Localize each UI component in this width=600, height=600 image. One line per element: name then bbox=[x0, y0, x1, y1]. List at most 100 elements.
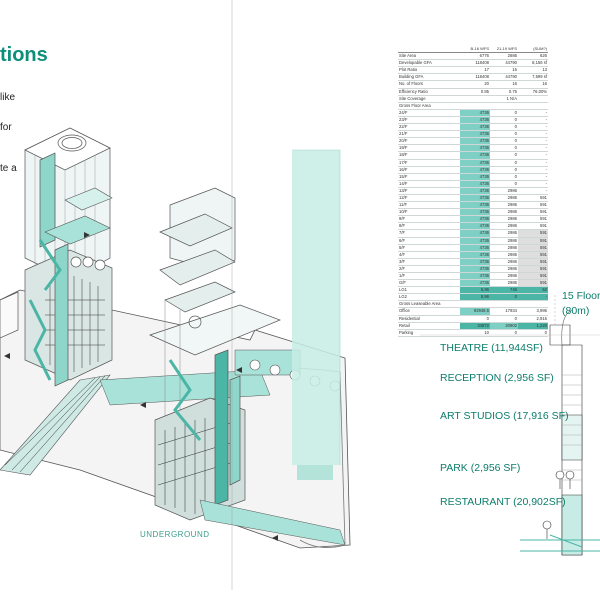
table-data-cell: 6/F bbox=[398, 237, 460, 245]
table-data-cell: 7/F bbox=[398, 229, 460, 238]
table-data-cell: LG2 bbox=[398, 293, 460, 302]
table-header-cell: (SUM?) bbox=[518, 46, 548, 54]
table-data-cell: - bbox=[518, 180, 548, 188]
table-data-cell: Building GFA bbox=[398, 73, 460, 82]
table-data-cell: 1/F bbox=[398, 272, 460, 281]
text-fragment-2: for bbox=[0, 122, 12, 133]
table-data-cell: 591 bbox=[518, 215, 548, 224]
table-data-cell: 2986 bbox=[490, 208, 518, 217]
table-data-cell: 591 bbox=[518, 208, 548, 217]
table-data-cell: - bbox=[518, 166, 548, 174]
table-data-cell: 2686 bbox=[490, 52, 518, 61]
table-data-cell: 8/F bbox=[398, 222, 460, 231]
table-data-cell bbox=[490, 102, 518, 110]
table-data-cell: 20/F bbox=[398, 137, 460, 146]
leasable-cell: 2,915 bbox=[518, 315, 548, 323]
table-data-cell: 0 bbox=[490, 173, 518, 181]
table-data-cell: - bbox=[518, 123, 548, 132]
table-data-cell: 0 bbox=[490, 293, 518, 302]
table-data-cell: 15/F bbox=[398, 173, 460, 181]
table-data-cell: 17/F bbox=[398, 159, 460, 167]
table-data-cell: - bbox=[518, 173, 548, 181]
table-data-cell: 0 bbox=[490, 109, 518, 117]
table-data-cell: 4/F bbox=[398, 251, 460, 259]
program-restaurant: RESTAURANT (20,902SF) bbox=[440, 496, 566, 508]
table-data-cell: - bbox=[518, 151, 548, 160]
table-data-cell: 591 bbox=[518, 229, 548, 238]
table-data-cell: 24/F bbox=[398, 109, 460, 117]
leasable-cell: 0 bbox=[460, 315, 490, 323]
table-data-cell: 591 bbox=[518, 237, 548, 245]
table-data-cell: 0.85 bbox=[460, 88, 490, 96]
table-data-cell: 22/F bbox=[398, 123, 460, 132]
table-data-cell: 23/F bbox=[398, 116, 460, 125]
table-data-cell: 12/F bbox=[398, 194, 460, 203]
table-data-cell: 4736 bbox=[460, 222, 490, 231]
table-data-cell: 4736 bbox=[460, 137, 490, 146]
centre-building bbox=[149, 187, 281, 521]
table-data-cell: 5,96 bbox=[460, 286, 490, 295]
table-data-cell: 5,96 bbox=[460, 293, 490, 302]
table-data-cell: 16 bbox=[490, 80, 518, 89]
table-data-cell: 2/F bbox=[398, 265, 460, 274]
table-data-cell: 2986 bbox=[490, 251, 518, 259]
leasable-cell: Residential bbox=[398, 315, 460, 323]
table-data-cell: 591 bbox=[518, 272, 548, 281]
table-data-cell: 4736 bbox=[460, 215, 490, 224]
table-data-cell: 14/F bbox=[398, 180, 460, 188]
table-data-cell: 16/F bbox=[398, 166, 460, 174]
table-data-cell: 0 bbox=[490, 144, 518, 153]
table-data-cell: 2986 bbox=[490, 229, 518, 238]
glass-tower bbox=[292, 149, 341, 480]
table-data-cell: 3/F bbox=[398, 258, 460, 266]
table-header-cell bbox=[398, 46, 460, 54]
leasable-cell: 20902 bbox=[490, 322, 518, 330]
table-data-cell: 76.00% bbox=[518, 88, 548, 96]
table-data-cell: 2986 bbox=[490, 222, 518, 231]
table-data-cell: 2986 bbox=[490, 194, 518, 203]
centre-zigzag bbox=[168, 359, 202, 441]
table-data-cell bbox=[518, 102, 548, 110]
page-title: tions bbox=[0, 44, 48, 66]
table-data-cell: Site Coverage bbox=[398, 95, 460, 103]
table-data-cell: 4736 bbox=[460, 265, 490, 274]
table-data-cell: 4736 bbox=[460, 187, 490, 195]
table-data-cell: 8,156 sf bbox=[518, 59, 548, 68]
table-data-cell: 4736 bbox=[460, 251, 490, 259]
floors-height: (80m) bbox=[562, 305, 590, 317]
table-data-cell: Efficiency Ratio bbox=[398, 88, 460, 96]
table-data-cell: 4736 bbox=[460, 201, 490, 210]
table-data-cell: 4736 bbox=[460, 159, 490, 167]
table-data-cell: 2986 bbox=[490, 201, 518, 210]
table-data-cell: 21/F bbox=[398, 130, 460, 139]
table-data-cell: 4736 bbox=[460, 237, 490, 245]
table-data-cell: 4736 bbox=[460, 151, 490, 160]
table-data-cell: 591 bbox=[518, 244, 548, 252]
leasable-cell: Office bbox=[398, 307, 460, 316]
leasable-cell: 10 bbox=[460, 329, 490, 337]
circulation-arrows bbox=[4, 232, 278, 541]
table-data-cell: 2986 bbox=[490, 187, 518, 195]
leasable-cell: 17934 bbox=[490, 307, 518, 316]
table-data-cell: 4736 bbox=[460, 130, 490, 139]
table-data-cell: - bbox=[518, 187, 548, 195]
table-data-cell: 11/F bbox=[398, 201, 460, 210]
